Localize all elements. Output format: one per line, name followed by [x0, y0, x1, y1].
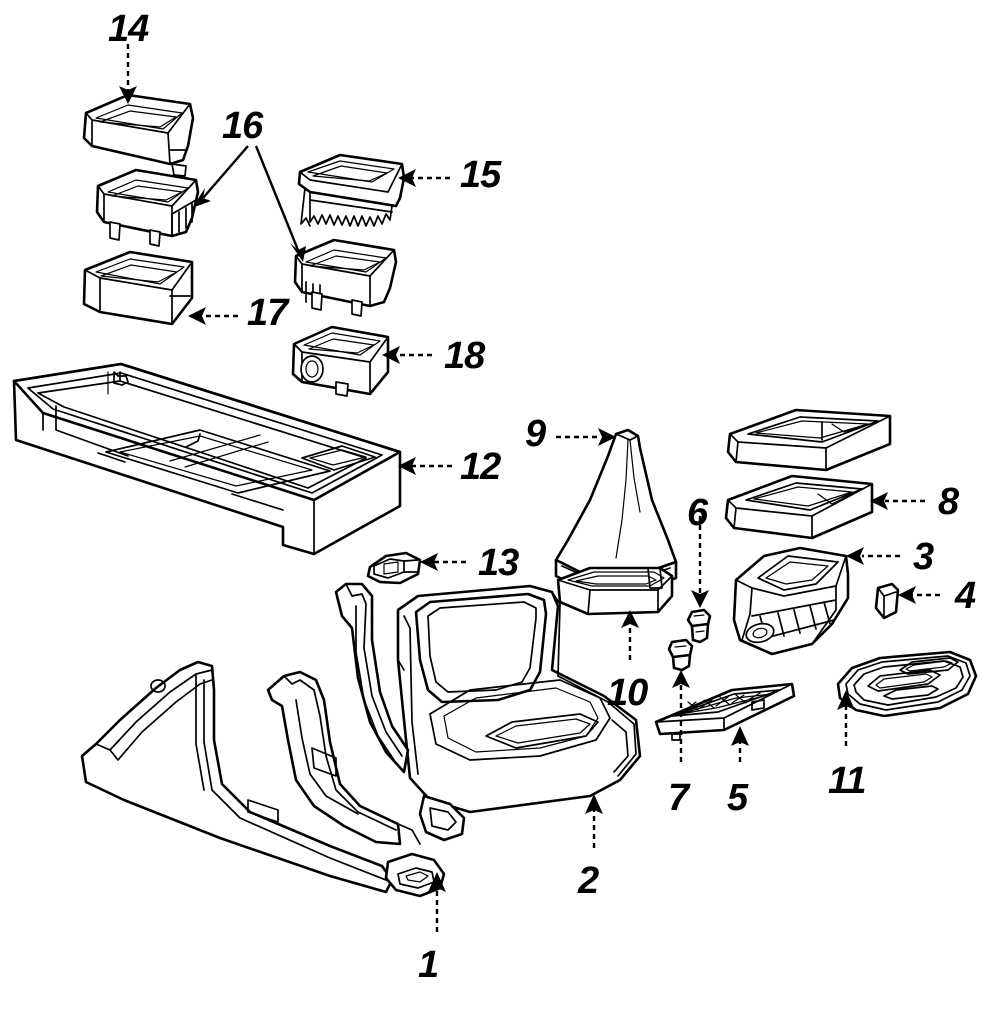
leader-11 — [837, 690, 855, 746]
leader-12 — [398, 457, 452, 475]
part-16a-cup-holder-insert — [95, 168, 200, 247]
leader-14 — [119, 44, 137, 104]
callout-label-12: 12 — [460, 446, 501, 488]
callout-label-15: 15 — [460, 154, 501, 196]
part-17-storage-bin-lid — [82, 250, 194, 326]
callout-label-4: 4 — [955, 575, 976, 617]
leader-17 — [188, 307, 238, 325]
callout-label-3: 3 — [913, 536, 934, 578]
part-11-console-finish-panel — [836, 650, 978, 718]
leader-5 — [731, 726, 749, 762]
callout-label-13: 13 — [478, 542, 519, 584]
callout-label-9: 9 — [525, 413, 546, 455]
leader-9 — [556, 428, 616, 446]
callout-label-16: 16 — [222, 105, 263, 147]
callout-label-6: 6 — [687, 492, 708, 534]
callout-label-11: 11 — [828, 760, 866, 802]
part-15-ashtray-insert-rear — [297, 153, 406, 227]
callout-label-5: 5 — [727, 777, 748, 819]
callout-label-2: 2 — [578, 860, 599, 902]
part-5-console-rear-vent-grille — [654, 682, 796, 741]
part-1-console-side-panel-left — [80, 582, 446, 898]
leader-10 — [621, 610, 639, 660]
part-8a-air-vent-bezel — [726, 408, 892, 472]
callout-label-10: 10 — [607, 672, 648, 714]
callout-label-1: 1 — [418, 944, 439, 986]
callout-label-17: 17 — [247, 292, 288, 334]
leader-18 — [382, 346, 432, 364]
part-16b-cup-holder-insert — [293, 238, 398, 317]
part-12-console-storage-tray — [12, 362, 402, 556]
callout-label-14: 14 — [108, 8, 149, 50]
part-13-console-hinge-clip — [366, 551, 422, 585]
part-6-console-mounting-grommet-upper — [686, 608, 712, 644]
part-10-shift-boot-retainer-bezel — [556, 566, 674, 616]
leader-15 — [398, 169, 450, 187]
leader-6 — [691, 516, 709, 608]
part-4-vent-retaining-clip — [874, 582, 900, 620]
part-2-console-upper-trim-plate — [396, 584, 642, 842]
part-18-ashtray-assembly — [291, 325, 390, 397]
part-8b-air-vent-bezel — [724, 474, 874, 540]
part-7-console-mounting-grommet-lower — [667, 638, 694, 672]
leader-3 — [846, 547, 900, 565]
leader-2 — [585, 794, 603, 848]
leader-1 — [428, 872, 446, 932]
leader-8 — [870, 492, 925, 510]
part-3-air-vent-louver-assembly — [732, 546, 850, 656]
callout-label-18: 18 — [444, 335, 485, 377]
part-14-coin-holder-tray — [82, 93, 195, 177]
leader-16 — [192, 145, 306, 262]
leader-7 — [672, 670, 690, 762]
leader-13 — [420, 553, 466, 571]
callout-label-7: 7 — [668, 777, 689, 819]
callout-label-8: 8 — [938, 481, 959, 523]
leader-4 — [898, 586, 940, 604]
